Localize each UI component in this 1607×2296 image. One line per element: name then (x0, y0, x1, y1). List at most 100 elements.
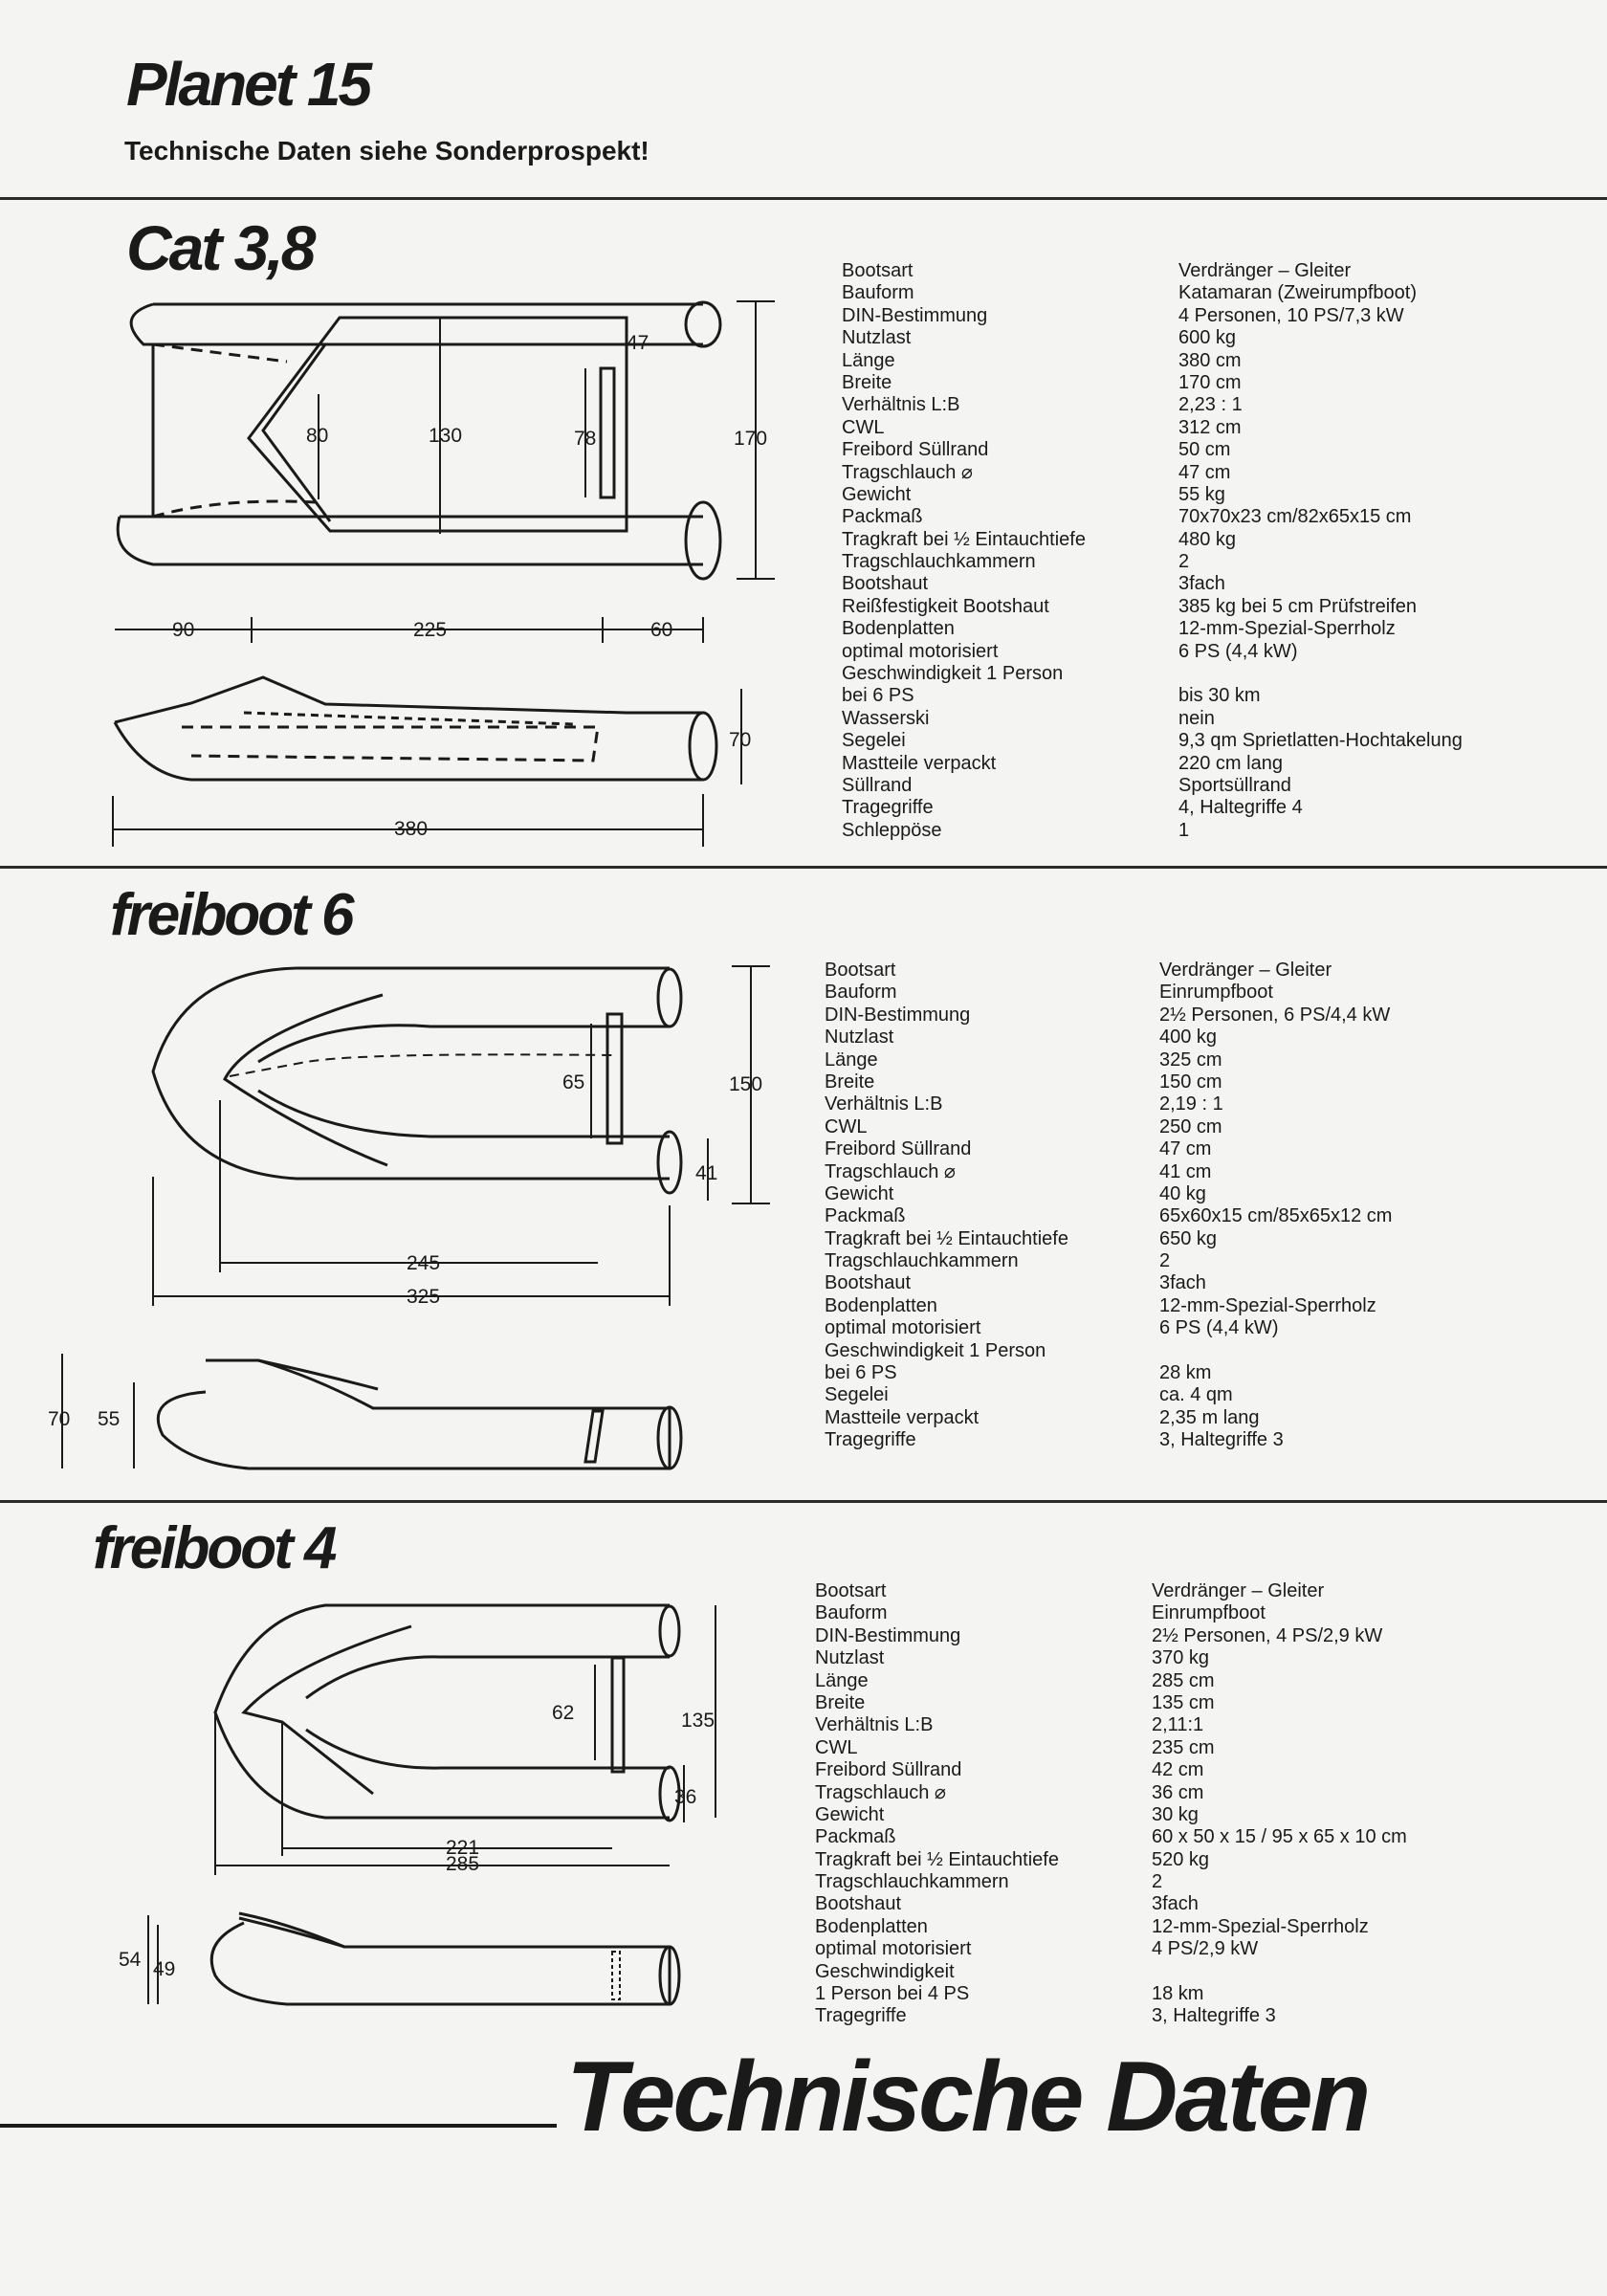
spec-row: Nutzlast 600 kg (842, 327, 1588, 349)
spec-value: 4, Haltegriffe 4 (1178, 797, 1303, 819)
f6-side-tube-end (656, 1405, 683, 1470)
f6-dim-245-label: 245 (407, 1252, 440, 1274)
spec-value: 2 (1159, 1250, 1171, 1272)
spec-label: Packmaß (825, 1205, 906, 1227)
spec-value: 325 cm (1159, 1049, 1222, 1071)
spec-label: Gewicht (815, 1803, 885, 1825)
spec-row: Packmaß 60 x 50 x 15 / 95 x 65 x 10 cm (815, 1826, 1561, 1848)
f6-inner-top (257, 1024, 670, 1064)
spec-row: Tragschlauch ⌀36 cm (815, 1782, 1561, 1804)
cat-side-hull (113, 675, 703, 782)
spec-value: 60 x 50 x 15 / 95 x 65 x 10 cm (1152, 1826, 1407, 1848)
spec-label: Breite (842, 371, 892, 393)
cat-dim-380 (112, 794, 704, 847)
spec-label: Nutzlast (815, 1647, 885, 1669)
spec-row: Geschwindigkeit 1 Person (825, 1340, 1571, 1362)
spec-value: 250 cm (1159, 1115, 1222, 1137)
f4-side-deck (238, 1916, 345, 1949)
spec-label: Packmaß (842, 506, 923, 528)
spec-label: Freibord Süllrand (842, 439, 989, 461)
cat-dash-top (152, 342, 288, 364)
spec-label: Segelei (842, 730, 906, 752)
spec-label: Mastteile verpackt (825, 1406, 980, 1428)
spec-row: Mastteile verpackt 2,35 m lang (825, 1407, 1571, 1429)
spec-value: 40 kg (1159, 1182, 1206, 1204)
spec-label: Tragegriffe (825, 1429, 916, 1451)
spec-label: optimal motorisiert (825, 1317, 981, 1339)
spec-label: 1 Person bei 4 PS (815, 1983, 970, 2005)
spec-value: 47 cm (1178, 461, 1231, 483)
spec-label: DIN-Bestimmung (815, 1624, 961, 1646)
spec-label: Bootshaut (842, 573, 929, 595)
cat-side-dash-2 (243, 711, 575, 726)
spec-value: 9,3 qm Sprietlatten-Hochtakelung (1178, 730, 1463, 752)
spec-value: bis 30 km (1178, 685, 1261, 707)
spec-value: 42 cm (1152, 1759, 1204, 1781)
spec-value: 28 km (1159, 1362, 1212, 1384)
spec-value: Verdränger – Gleiter (1152, 1580, 1325, 1601)
cat-dim-130-label: 130 (429, 425, 462, 447)
spec-label: Länge (842, 349, 895, 371)
f6-side-slot (583, 1409, 605, 1464)
spec-label: Verhältnis L:B (825, 1093, 943, 1115)
f6-outer-hull (151, 966, 670, 1181)
spec-value: 600 kg (1178, 327, 1237, 349)
cat-dash-bottom (152, 499, 317, 519)
f6-side-hull (156, 1358, 671, 1470)
cat-dim-90-label: 90 (172, 619, 194, 641)
spec-value: Einrumpfboot (1159, 982, 1273, 1004)
spec-label: Freibord Süllrand (815, 1759, 962, 1781)
f6-bow-top (223, 993, 388, 1167)
spec-row: Geschwindigkeit (815, 1961, 1561, 1983)
spec-label: Länge (815, 1669, 869, 1691)
spec-value: 2,35 m lang (1159, 1406, 1260, 1428)
spec-label: Bodenplatten (842, 618, 955, 640)
footer-rule (0, 2124, 557, 2128)
cat-side-dash (182, 725, 600, 762)
spec-label: Nutzlast (842, 327, 912, 349)
spec-value: 135 cm (1152, 1691, 1215, 1713)
spec-row: Tragschlauch ⌀47 cm (842, 462, 1588, 484)
cat-3-8-title: Cat 3,8 (126, 212, 316, 283)
freiboot-4-title: freiboot 4 (93, 1515, 337, 1581)
cat-top-tube-end (684, 300, 722, 348)
spec-value: 41 cm (1159, 1160, 1212, 1182)
spec-value: 12-mm-Spezial-Sperrholz (1152, 1915, 1369, 1937)
spec-label: Gewicht (825, 1182, 894, 1204)
cat-transom (599, 366, 616, 499)
f6-dim-55-label: 55 (98, 1408, 120, 1430)
spec-label: Tragschlauchkammern (815, 1871, 1009, 1893)
spec-value: nein (1178, 707, 1215, 729)
spec-label: Breite (815, 1691, 866, 1713)
spec-label: Tragkraft bei ½ Eintauchtiefe (842, 528, 1086, 550)
spec-value: 2 (1152, 1871, 1163, 1893)
spec-label: Tragschlauch ⌀ (825, 1160, 956, 1182)
cat-dim-bottom (115, 617, 704, 643)
spec-value: 55 kg (1178, 483, 1225, 505)
spec-label: DIN-Bestimmung (825, 1004, 971, 1026)
f4-side-slot (611, 1951, 621, 2000)
spec-label: Packmaß (815, 1826, 896, 1848)
f6-dim-325 (152, 1177, 671, 1306)
spec-row: Segelei 9,3 qm Sprietlatten-Hochtakelung (842, 730, 1588, 752)
spec-label: Tragschlauchkammern (825, 1250, 1019, 1272)
spec-label: Tragschlauchkammern (842, 551, 1036, 573)
spec-value: 312 cm (1178, 416, 1242, 438)
